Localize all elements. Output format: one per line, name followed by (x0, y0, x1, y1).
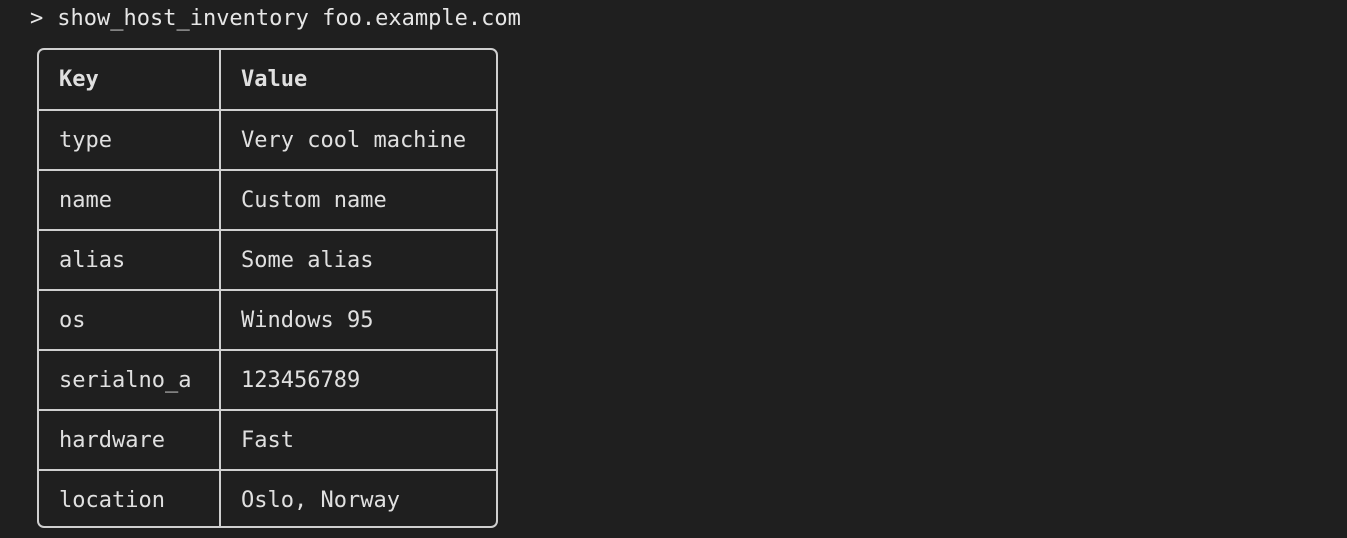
table-row: name Custom name (39, 170, 496, 231)
table-header-row: Key Value (39, 50, 496, 111)
row-key-cell: hardware (39, 410, 221, 471)
host-inventory-table: Key Value type Very cool machine name Cu… (37, 48, 498, 528)
table-row: alias Some alias (39, 230, 496, 291)
table-row: type Very cool machine (39, 110, 496, 171)
command-text: show_host_inventory foo.example.com (57, 6, 521, 31)
row-key-cell: alias (39, 230, 221, 291)
table-row: hardware Fast (39, 410, 496, 471)
table-row: os Windows 95 (39, 290, 496, 351)
key-column-header: Key (39, 50, 221, 111)
row-key-cell: name (39, 170, 221, 231)
row-value-cell: Very cool machine (220, 110, 496, 171)
prompt-symbol: > (30, 6, 44, 31)
row-key-cell: serialno_a (39, 350, 221, 411)
row-value-cell: Fast (220, 410, 496, 471)
row-value-cell: Custom name (220, 170, 496, 231)
table-row: serialno_a 123456789 (39, 350, 496, 411)
command-line: > show_host_inventory foo.example.com (30, 5, 521, 33)
row-key-cell: os (39, 290, 221, 351)
table-row: location Oslo, Norway (39, 470, 496, 526)
row-value-cell: 123456789 (220, 350, 496, 411)
row-value-cell: Oslo, Norway (241, 488, 400, 513)
row-key-cell: location (39, 470, 221, 526)
value-column-header: Value (220, 50, 496, 111)
inventory-table-grid: Key Value type Very cool machine name Cu… (39, 50, 496, 526)
row-key-cell: type (39, 110, 221, 171)
row-value-cell: Windows 95 (220, 290, 496, 351)
row-value-cell: Some alias (220, 230, 496, 291)
